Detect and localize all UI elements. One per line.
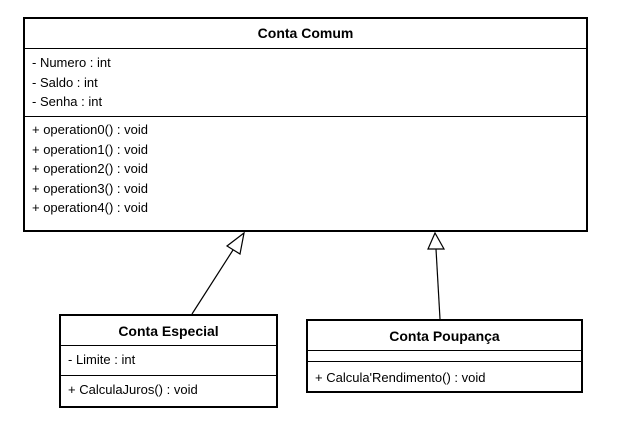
generalization-arrowhead-especial	[225, 231, 245, 255]
operation: + operation4() : void	[32, 200, 148, 216]
operations-compartment: + Calcula'Rendimento() : void	[308, 362, 581, 392]
operation: + operation0() : void	[32, 122, 148, 137]
operation: + CalculaJuros() : void	[68, 382, 198, 397]
class-name: Conta Poupança	[308, 321, 581, 351]
operation: + operation2() : void	[32, 161, 148, 177]
generalization-line-poupanca	[435, 248, 441, 320]
operation: + Calcula'Rendimento() : void	[315, 370, 486, 385]
attributes-compartment	[308, 351, 581, 362]
class-name: Conta Comum	[25, 19, 586, 49]
class-name: Conta Especial	[61, 316, 276, 346]
attributes-compartment: - Limite : int	[61, 346, 276, 376]
operations-compartment: + CalculaJuros() : void	[61, 376, 276, 404]
attribute: - Limite : int	[68, 352, 136, 367]
generalization-line-especial	[191, 249, 234, 315]
operation: + operation1() : void	[32, 141, 148, 157]
attributes-compartment: - Numero : int - Saldo : int - Senha : i…	[25, 49, 586, 117]
class-conta-especial[interactable]: Conta Especial - Limite : int + CalculaJ…	[59, 314, 278, 408]
attribute: - Numero : int	[32, 55, 111, 70]
attribute: - Saldo : int	[32, 74, 98, 90]
attribute: - Senha : int	[32, 94, 103, 110]
class-conta-comum[interactable]: Conta Comum - Numero : int - Saldo : int…	[23, 17, 588, 232]
operation: + operation3() : void	[32, 180, 148, 196]
generalization-arrowhead-poupanca	[427, 231, 446, 250]
operations-compartment: + operation0() : void + operation1() : v…	[25, 117, 586, 222]
class-conta-poupanca[interactable]: Conta Poupança + Calcula'Rendimento() : …	[306, 319, 583, 393]
